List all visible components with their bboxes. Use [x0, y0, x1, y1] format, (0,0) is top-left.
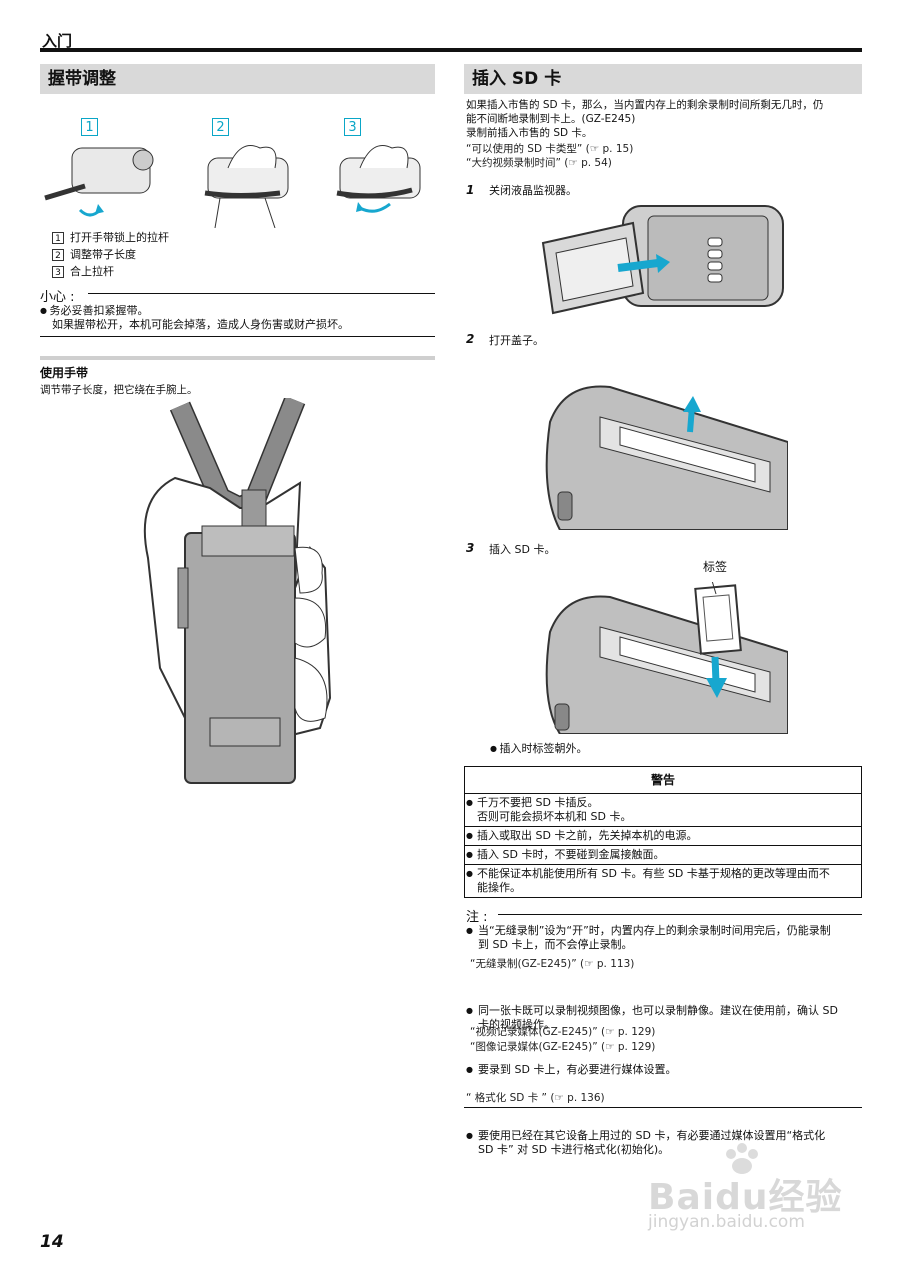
section-title-strap: 握带调整 — [40, 64, 435, 94]
header-rule — [40, 48, 862, 52]
use-strap-title: 使用手带 — [40, 366, 89, 380]
sd-intro-2: 能不间断地录制到卡上。(GZ-E245) — [466, 113, 636, 125]
step-text-2: 打开盖子。 — [489, 334, 544, 347]
note-item-1: 当“无缝录制”设为“开”时，内置内存上的剩余录制时间用完后，仍能录制 到 SD … — [466, 924, 874, 952]
hand-strap-illustration-3 — [336, 145, 421, 213]
note-ref-format[interactable]: “ 格式化 SD 卡 ” (☞ p. 136) — [466, 1092, 605, 1104]
watermark-url: jingyan.baidu.com — [648, 1212, 805, 1232]
note-rule — [498, 914, 862, 915]
watermark-logo: Baidu经验 — [648, 1177, 843, 1218]
hand-strap-illustration-2 — [204, 145, 289, 228]
strap-illustrations — [44, 145, 421, 228]
close-lcd-illustration — [541, 205, 784, 315]
step-box-3: 3 — [344, 118, 361, 136]
subsection-rule — [40, 356, 435, 360]
warning-item: 千万不要把 SD 卡插反。 否则可能会损坏本机和 SD 卡。 — [465, 794, 861, 827]
warning-item: 插入或取出 SD 卡之前，先关掉本机的电源。 — [465, 827, 861, 846]
note-ref-video-media[interactable]: “视频记录媒体(GZ-E245)” (☞ p. 129) — [470, 1026, 656, 1038]
page-number: 14 — [40, 1232, 64, 1252]
caution-label: 小心 : — [40, 290, 75, 305]
warning-item: 插入 SD 卡时，不要碰到金属接触面。 — [465, 846, 861, 865]
step-number-1: 1 — [466, 183, 475, 197]
note-item-4: 要使用已经在其它设备上用过的 SD 卡，有必要通过媒体设置用“格式化 SD 卡”… — [466, 1129, 874, 1157]
warning-title: 警告 — [465, 767, 861, 794]
paw-icon — [726, 1143, 758, 1174]
step-box-1: 1 — [81, 118, 98, 136]
sd-intro-1: 如果插入市售的 SD 卡，那么，当内置内存上的剩余录制时间所剩无几时，仍 — [466, 99, 824, 111]
note-label: 注 : — [466, 910, 488, 925]
step-number-3: 3 — [466, 541, 475, 555]
warning-box: 警告 千万不要把 SD 卡插反。 否则可能会损坏本机和 SD 卡。 插入或取出 … — [464, 766, 862, 898]
section-title-sd: 插入 SD 卡 — [464, 64, 862, 94]
insert-card-illustration — [545, 582, 788, 734]
sd-ref-record-time[interactable]: “大约视频录制时间” (☞ p. 54) — [466, 157, 612, 169]
caution-item: 务必妥善扣紧握带。 — [40, 304, 149, 318]
step3-note: 插入时标签朝外。 — [490, 742, 588, 756]
step-number-2: 2 — [466, 332, 475, 346]
note-item-2: 同一张卡既可以录制视频图像，也可以录制静像。建议在使用前，确认 SD 卡的视频操… — [466, 1004, 874, 1032]
chapter-title: 入门 — [42, 32, 73, 50]
note-end-rule — [464, 1107, 862, 1108]
camera-strap-illustration-1 — [44, 147, 154, 217]
note-item-3: 要录到 SD 卡上，有必要进行媒体设置。 — [466, 1063, 874, 1077]
sd-intro-3: 录制前插入市售的 SD 卡。 — [466, 127, 593, 139]
note-ref-seamless[interactable]: “无缝录制(GZ-E245)” (☞ p. 113) — [470, 958, 635, 970]
note-ref-image-media[interactable]: “图像记录媒体(GZ-E245)” (☞ p. 129) — [470, 1041, 656, 1053]
step-text-1: 关闭液晶监视器。 — [489, 184, 577, 197]
caution-rule — [88, 293, 435, 294]
sd-ref-card-types[interactable]: “可以使用的 SD 卡类型” (☞ p. 15) — [466, 143, 634, 155]
warning-item: 不能保证本机能使用所有 SD 卡。有些 SD 卡基于规格的更改等理由而不 能操作… — [465, 865, 861, 897]
use-strap-text: 调节带子长度，把它绕在手腕上。 — [40, 384, 198, 396]
hand-wrist-strap-illustration — [143, 398, 332, 784]
open-cover-illustration — [545, 385, 788, 530]
label-callout: 标签 — [703, 560, 728, 574]
step-box-2: 2 — [212, 118, 229, 136]
step-text-3: 插入 SD 卡。 — [489, 543, 556, 556]
caution-end-rule — [40, 336, 435, 337]
caution-detail: 如果握带松开，本机可能会掉落，造成人身伤害或财产损坏。 — [52, 318, 349, 331]
